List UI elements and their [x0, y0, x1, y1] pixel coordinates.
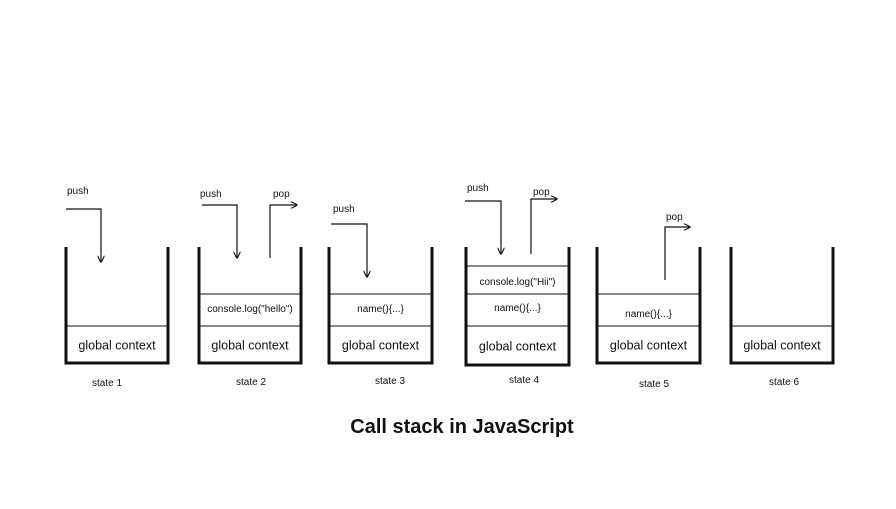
pop-arrow — [664, 227, 690, 280]
state-label: state 2 — [236, 377, 266, 388]
state-label: state 5 — [639, 379, 669, 390]
stack-state-4: global context name(){...} console.log("Hi… — [464, 183, 571, 386]
stack-container — [464, 247, 571, 367]
global-context-label: global context — [479, 340, 557, 354]
stack-frame-label: console.log("Hii") — [479, 277, 555, 288]
push-label: push — [67, 186, 89, 197]
pop-arrow — [530, 199, 557, 254]
stack-state-1: global context push state 1 — [64, 186, 170, 389]
stack-state-3: global context name(){...} push state 3 — [327, 204, 434, 387]
pop-label: pop — [273, 189, 290, 200]
stack-state-6: global context state 6 — [729, 247, 835, 388]
stack-container — [197, 247, 303, 365]
diagram-title: Call stack in JavaScript — [350, 416, 574, 438]
stack-state-2: global context console.log("hello") push po… — [197, 189, 303, 388]
stack-container — [729, 247, 835, 365]
pop-arrow — [269, 205, 297, 258]
push-label: push — [200, 189, 222, 200]
state-label: state 1 — [92, 378, 122, 389]
push-arrow — [66, 208, 101, 262]
pop-label: pop — [533, 187, 550, 198]
global-context-label: global context — [610, 339, 688, 353]
state-label: state 4 — [509, 375, 539, 386]
global-context-label: global context — [211, 339, 289, 353]
stack-frame-label: name(){...} — [625, 309, 672, 320]
stack-frame-label: name(){...} — [357, 304, 404, 315]
stack-frame-label: name(){...} — [494, 303, 541, 314]
pop-label: pop — [666, 212, 683, 223]
push-label: push — [467, 183, 489, 194]
push-arrow — [465, 200, 501, 254]
state-label: state 6 — [769, 377, 799, 388]
push-label: push — [333, 204, 355, 215]
stack-state-5: global context name(){...} pop state 5 — [595, 212, 702, 390]
global-context-label: global context — [78, 339, 156, 353]
stack-container — [327, 247, 434, 365]
stack-container — [64, 247, 170, 365]
global-context-label: global context — [342, 339, 420, 353]
push-arrow — [202, 204, 237, 258]
stack-frame-label: console.log("hello") — [207, 304, 292, 315]
stack-container — [595, 247, 702, 365]
state-label: state 3 — [375, 376, 405, 387]
push-arrow — [331, 223, 367, 277]
global-context-label: global context — [743, 339, 821, 353]
